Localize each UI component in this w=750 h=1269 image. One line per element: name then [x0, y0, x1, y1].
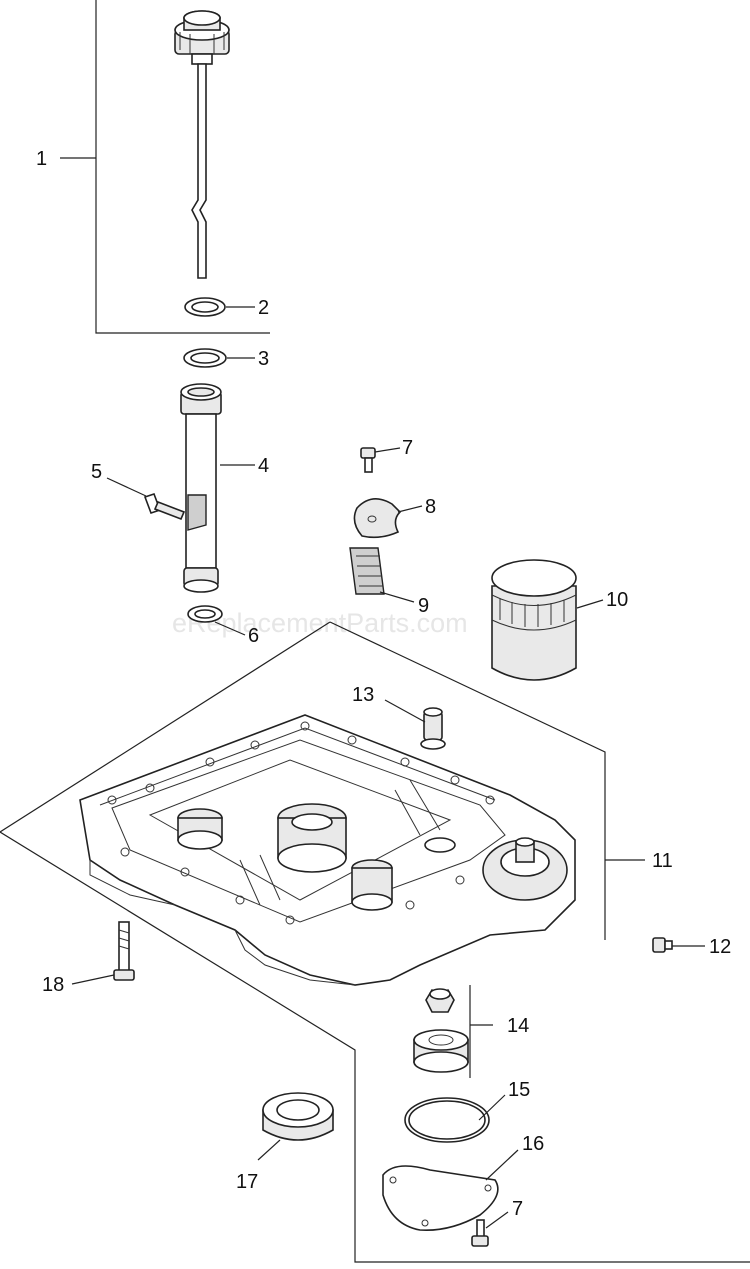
- bolt-holes: [107, 721, 495, 925]
- oil-pan-11[interactable]: [79, 714, 576, 986]
- oil-pump-gears-14[interactable]: [413, 988, 469, 1073]
- o-ring-6[interactable]: [187, 605, 223, 623]
- oil-filter-10[interactable]: [491, 559, 577, 681]
- callout-2: 2: [258, 297, 269, 319]
- callout-6: 6: [248, 625, 259, 647]
- callout-1: 1: [36, 148, 47, 170]
- bolt-18[interactable]: [113, 921, 135, 981]
- callout-7-lower: 7: [512, 1198, 523, 1220]
- bolt-5[interactable]: [143, 492, 186, 521]
- o-ring-2[interactable]: [184, 297, 226, 317]
- dipstick-group-bracket: [95, 0, 270, 334]
- callout-9: 9: [418, 595, 429, 617]
- seal-17[interactable]: [262, 1092, 334, 1141]
- callout-3: 3: [258, 348, 269, 370]
- callout-labels: 1 2 3 4 5 6 7 8 9 10 11 12 13 14 15 16 7…: [36, 148, 731, 1220]
- cover-16[interactable]: [382, 1165, 499, 1232]
- screw-7-lower[interactable]: [471, 1219, 489, 1247]
- o-ring-3[interactable]: [183, 348, 227, 368]
- leader-lines: [60, 157, 705, 1229]
- oil-pan-group-bracket: [0, 621, 750, 1263]
- callout-10: 10: [606, 589, 628, 611]
- callout-7-upper: 7: [402, 437, 413, 459]
- callout-11: 11: [652, 850, 673, 872]
- screw-7-upper[interactable]: [360, 447, 376, 473]
- callout-16: 16: [522, 1133, 544, 1155]
- dipstick-tube-part[interactable]: [180, 383, 222, 593]
- plug-12[interactable]: [652, 937, 673, 953]
- callout-17: 17: [236, 1171, 258, 1193]
- callout-15: 15: [508, 1079, 530, 1101]
- callout-14: 14: [507, 1015, 529, 1037]
- gears-14-bracket: [469, 985, 493, 1078]
- callout-18: 18: [42, 974, 64, 996]
- o-ring-15[interactable]: [404, 1097, 490, 1143]
- baffle-8[interactable]: [353, 498, 402, 539]
- fitting-13[interactable]: [420, 707, 446, 750]
- callout-5: 5: [91, 461, 102, 483]
- screen-9[interactable]: [349, 547, 385, 595]
- callout-8: 8: [425, 496, 436, 518]
- callout-12: 12: [709, 936, 731, 958]
- callout-4: 4: [258, 455, 269, 477]
- dipstick-part[interactable]: [174, 10, 230, 279]
- callout-13: 13: [352, 684, 374, 706]
